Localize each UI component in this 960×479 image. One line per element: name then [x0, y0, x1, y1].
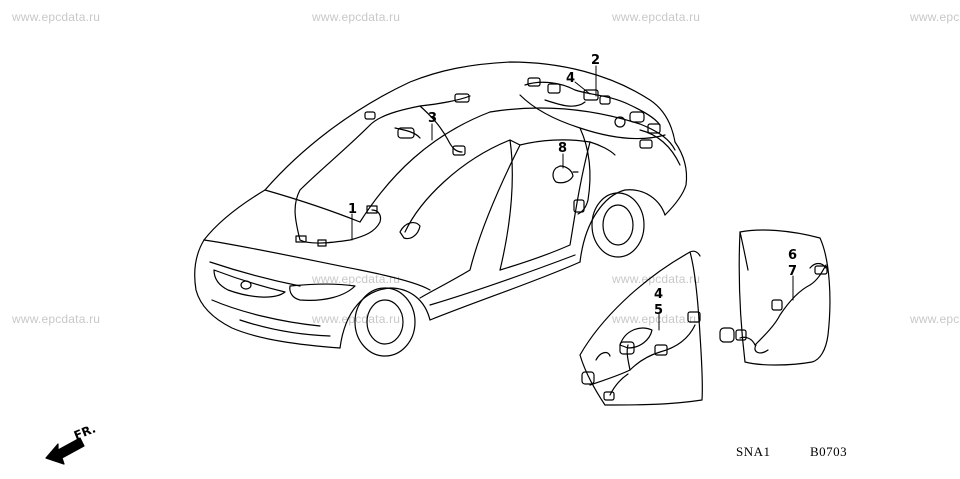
diagram-code-prefix: SNA1	[736, 444, 771, 459]
callout-3: 3	[428, 111, 437, 126]
callout-5: 5	[654, 303, 663, 318]
callout-4-door: 4	[654, 287, 663, 302]
watermark: www.epcdata.ru	[12, 312, 101, 326]
front-direction-arrow	[45, 437, 85, 465]
roof-wire-harness	[364, 93, 471, 156]
watermark: www.epc	[910, 10, 960, 24]
callout-8: 8	[558, 141, 567, 156]
callout-7: 7	[788, 264, 797, 279]
car-body-outline	[194, 61, 688, 357]
front-direction-label: FR.	[72, 421, 98, 442]
watermark: www.epcdata.ru	[612, 312, 701, 326]
watermark: www.epc	[910, 312, 960, 326]
callout-4-top: 4	[566, 71, 575, 86]
watermark: www.epcdata.ru	[312, 312, 401, 326]
dashboard-wire-harness	[294, 124, 382, 247]
front-door-wire-harness	[581, 311, 701, 401]
watermark: www.epcdata.ru	[612, 272, 701, 286]
callout-6: 6	[788, 248, 797, 263]
rear-door-panel	[738, 229, 831, 366]
sensor-part	[552, 165, 579, 184]
rear-door-wire-harness	[719, 264, 828, 354]
diagram-code-number: B0703	[810, 444, 848, 459]
watermark: www.epcdata.ru	[612, 10, 701, 24]
watermark: www.epcdata.ru	[312, 10, 401, 24]
callout-1: 1	[348, 202, 357, 217]
callout-2: 2	[591, 53, 600, 68]
watermark: www.epcdata.ru	[312, 272, 401, 286]
watermark: www.epcdata.ru	[12, 10, 101, 24]
leader-lines	[351, 65, 794, 331]
floor-wire-harness	[519, 77, 666, 215]
